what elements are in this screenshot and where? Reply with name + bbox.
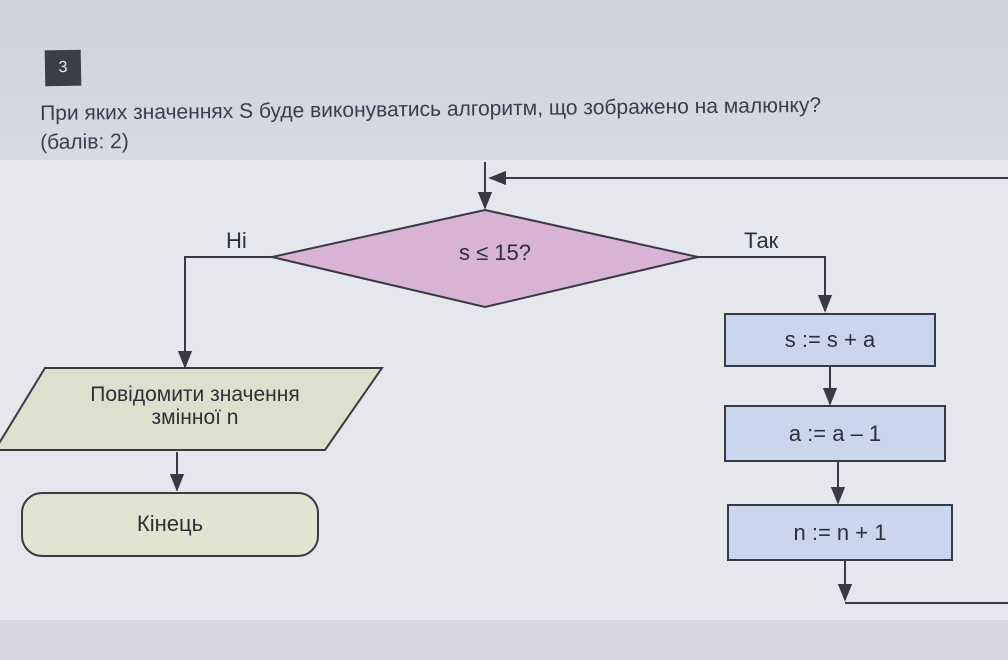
process-3-text: n := n + 1 xyxy=(793,520,887,545)
yes-branch-line xyxy=(698,256,833,313)
yes-branch-label: Так xyxy=(744,228,779,253)
decision-condition-text: s ≤ 15? xyxy=(458,240,531,265)
process-box-1 xyxy=(724,313,936,367)
output-parallelogram xyxy=(0,367,384,451)
no-branch-label: Ні xyxy=(226,228,247,253)
process-box-2 xyxy=(724,405,946,462)
output-text-line1: Повідомити значення xyxy=(90,383,300,406)
no-branch-line xyxy=(177,256,272,369)
decision-diamond xyxy=(271,208,699,309)
output-text-line2: змінної n xyxy=(151,406,239,429)
end-terminal-text: Кінець xyxy=(136,511,204,536)
process-box-3 xyxy=(727,504,953,561)
process-2-text: a := a – 1 xyxy=(788,421,882,446)
process-1-text: s := s + a xyxy=(784,327,876,352)
bottom-strip xyxy=(0,620,1008,660)
end-terminal xyxy=(21,492,319,557)
output-text: Повідомити значення змінної n xyxy=(30,383,360,429)
